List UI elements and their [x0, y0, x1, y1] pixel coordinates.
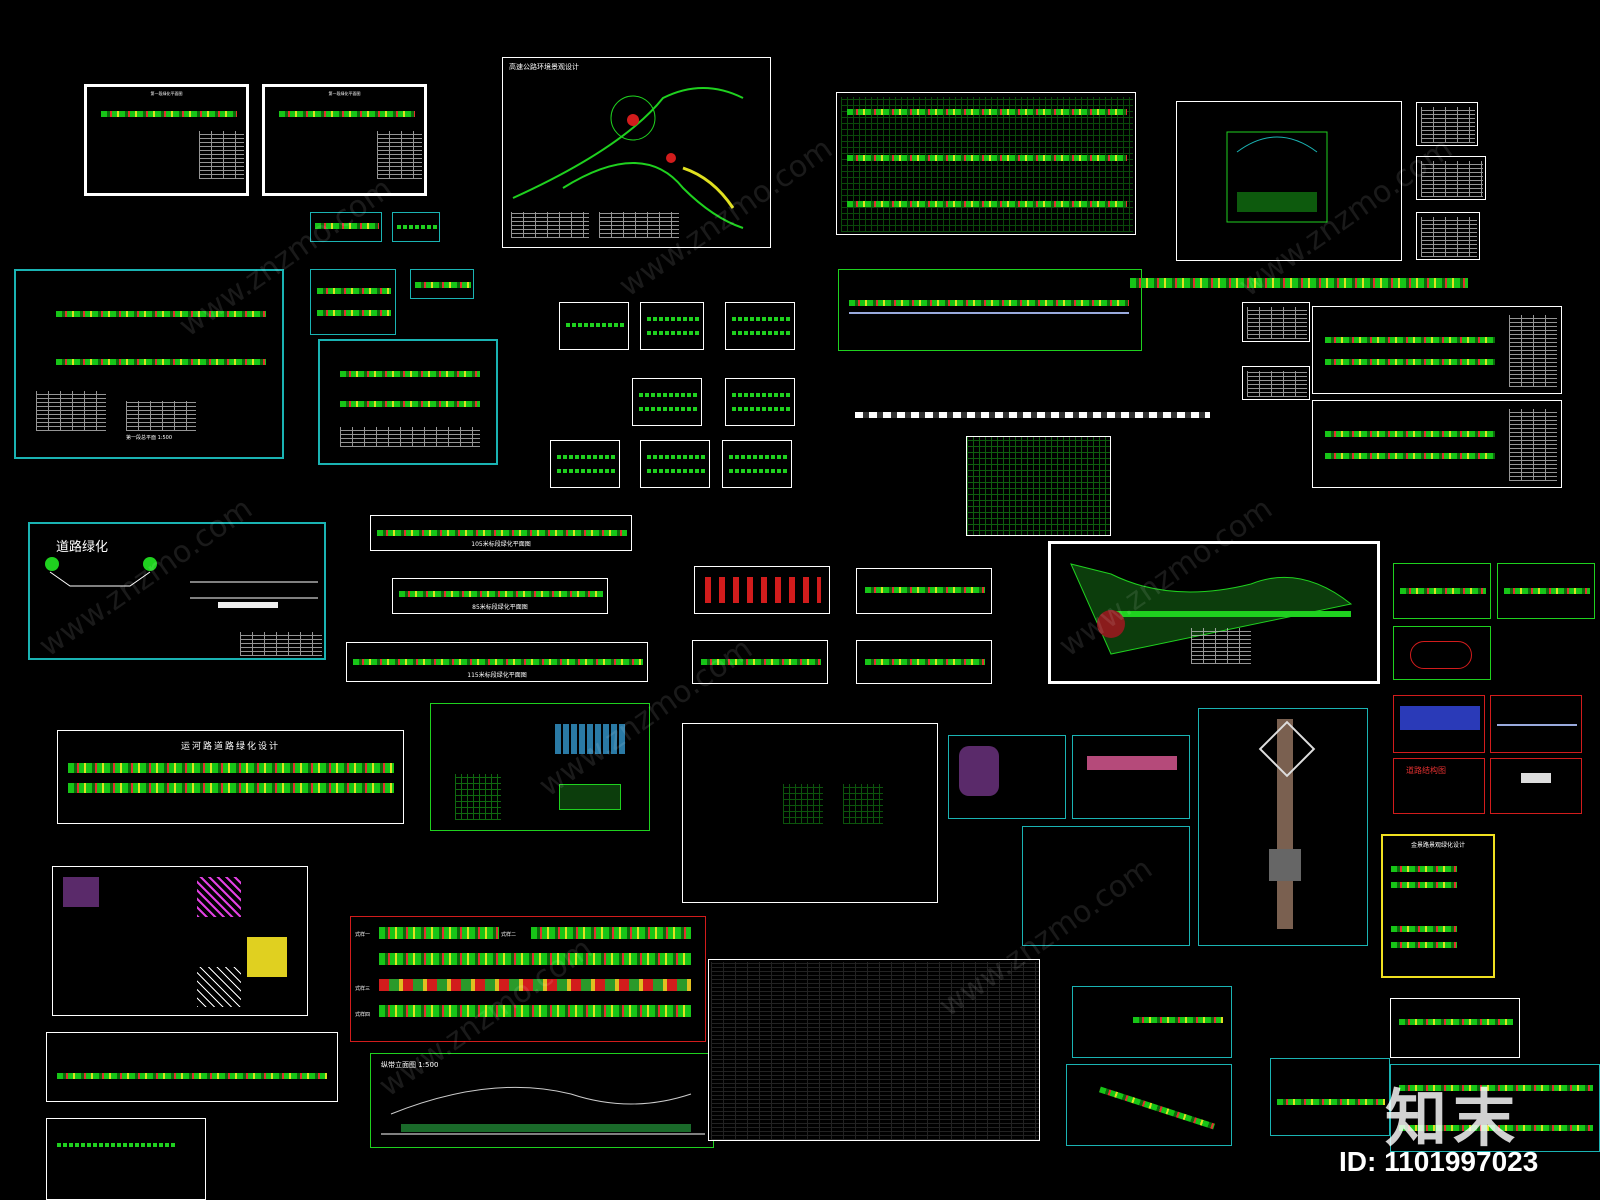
sheet-right-3[interactable] — [1393, 626, 1491, 680]
form-label: 式样三 — [355, 986, 371, 992]
sheet-right-red-4[interactable] — [1490, 758, 1582, 814]
interchange-drawing — [512, 87, 744, 229]
sheet-seg-105[interactable]: 105米标段绿化平面图 — [370, 515, 632, 551]
sheet-wave-plan-2[interactable] — [856, 640, 992, 684]
legend-table — [199, 131, 244, 179]
sheet-title: 道路结构图 — [1406, 766, 1446, 775]
sheet-stripe-c[interactable] — [725, 302, 795, 350]
sheet-bottom-cyan-1[interactable] — [1072, 986, 1232, 1058]
sheet-featured-plan[interactable] — [1048, 541, 1380, 684]
sheet-greening-plan-1[interactable]: 第一段绿化平面图 — [84, 84, 249, 196]
sheet-road-section-top[interactable] — [1312, 306, 1562, 394]
sheet-road-tables-2[interactable] — [1242, 366, 1310, 400]
sheet-right-1[interactable] — [1393, 563, 1491, 619]
sheet-road-structure[interactable]: 道路结构图 — [1393, 758, 1485, 814]
sheet-title: 纵带立面图 1:500 — [381, 1061, 439, 1069]
sheet-title: 105米标段绿化平面图 — [471, 541, 531, 548]
sheet-bottom-cyan-3[interactable] — [1270, 1058, 1390, 1136]
long-strip-mid — [855, 412, 1210, 418]
sheet-title: 115米标段绿化平面图 — [467, 672, 527, 679]
long-strip-right — [1130, 278, 1468, 288]
sheet-small-strip-1[interactable] — [310, 212, 382, 242]
sheet-tables[interactable] — [1416, 102, 1478, 146]
sheet-first-section[interactable]: 第一段总平面 1:500 — [14, 269, 284, 459]
sheet-plaza-axis[interactable] — [1198, 708, 1368, 946]
sheet-strip-plan[interactable] — [318, 339, 498, 465]
thumb-grid[interactable] — [836, 92, 1136, 235]
sheet-thumb-mosaic[interactable] — [966, 436, 1111, 536]
sheet-stripe-f[interactable] — [550, 440, 620, 488]
sheet-title: 85米标段绿化平面图 — [472, 604, 528, 611]
sheet-tables-3[interactable] — [1416, 212, 1480, 260]
section-drawing — [45, 557, 318, 608]
legend-table — [599, 212, 679, 238]
brand-logo: 知末 — [1385, 1082, 1522, 1155]
sheet-right-red-2[interactable] — [1490, 695, 1582, 753]
sheet-stripe-a[interactable] — [559, 302, 629, 350]
sheet-plaza-plan[interactable] — [1176, 101, 1402, 261]
plan-strip — [101, 111, 237, 117]
sheet-stripe-b[interactable] — [640, 302, 704, 350]
sheet-elevation[interactable]: 纵带立面图 1:500 — [370, 1053, 714, 1148]
sheet-title: 高速公路环境景观设计 — [509, 63, 579, 71]
sheet-seg-85[interactable]: 85米标段绿化平面图 — [392, 578, 608, 614]
featured-drawing — [1070, 563, 1353, 655]
sheet-cyan-detail-3[interactable] — [1022, 826, 1190, 946]
form-label: 式样四 — [355, 1012, 371, 1018]
sheet-stripe-h[interactable] — [722, 440, 792, 488]
sheet-wave-plan[interactable] — [692, 640, 828, 684]
sheet-pavement-sheet[interactable] — [682, 723, 938, 903]
sheet-tables-2[interactable] — [1416, 156, 1486, 200]
form-label: 式样二 — [501, 932, 517, 938]
sheet-red-plan[interactable] — [694, 566, 830, 614]
sheet-strip-small[interactable] — [310, 269, 396, 335]
sheet-site-plan-corner[interactable] — [46, 1118, 206, 1200]
sheet-cyan-detail-1[interactable] — [948, 735, 1066, 819]
form-label: 式样一 — [355, 932, 371, 938]
sheet-paving-details[interactable] — [430, 703, 650, 831]
sheet-right-2[interactable] — [1497, 563, 1595, 619]
sheet-elevation-strip[interactable] — [46, 1032, 338, 1102]
sheet-river-road[interactable]: 运河路道路绿化设计 — [57, 730, 404, 824]
sheet-title: 运河路道路绿化设计 — [180, 742, 280, 752]
sheet-greening-plan-2[interactable]: 第一段绿化平面图 — [262, 84, 427, 196]
plaza-drawing — [1226, 131, 1328, 223]
sheet-material-details[interactable] — [52, 866, 308, 1016]
sheet-stripe-e[interactable] — [725, 378, 795, 426]
sheet-elevations-grid[interactable] — [708, 959, 1040, 1141]
sheet-title: 金景路景观绿化设计 — [1410, 842, 1465, 849]
sheet-strip-small-2[interactable] — [410, 269, 474, 299]
sheet-title: 第一段绿化平面图 — [150, 91, 183, 96]
sheet-road-tables[interactable] — [1242, 302, 1310, 342]
sheet-road-section-bottom[interactable] — [1312, 400, 1562, 488]
sheet-small-strip-2[interactable] — [392, 212, 440, 242]
legend-table — [511, 212, 589, 238]
sheet-jinye-road[interactable]: 金景路景观绿化设计 — [1381, 834, 1495, 978]
sheet-stripe-g[interactable] — [640, 440, 710, 488]
legend-table — [377, 131, 422, 179]
sheet-cyan-detail-2[interactable] — [1072, 735, 1190, 819]
asset-id-label: ID: 1101997023 — [1339, 1146, 1539, 1177]
plan-strip — [279, 111, 415, 117]
sheet-right-red-1[interactable] — [1393, 695, 1485, 753]
sheet-highway-landscape[interactable]: 高速公路环境景观设计 — [502, 57, 771, 248]
elevation-drawing — [381, 1086, 705, 1135]
sheet-caption: 第一段总平面 1:500 — [126, 435, 172, 441]
sheet-forms[interactable]: 式样一 式样二 式样三 式样四 — [350, 916, 706, 1042]
sheet-long-road-plan[interactable] — [838, 269, 1142, 351]
sheet-bottom-cyan-2[interactable] — [1066, 1064, 1232, 1146]
sheet-title: 第一段绿化平面图 — [328, 91, 361, 96]
sheet-title: 道路绿化 — [56, 540, 109, 555]
sheet-bottom-right-strip[interactable] — [1390, 998, 1520, 1058]
sheet-road-greening[interactable]: 道路绿化 — [28, 522, 326, 660]
sheet-seg-115[interactable]: 115米标段绿化平面图 — [346, 642, 648, 682]
sheet-stripe-d[interactable] — [632, 378, 702, 426]
sheet-green-plan[interactable] — [856, 568, 992, 614]
